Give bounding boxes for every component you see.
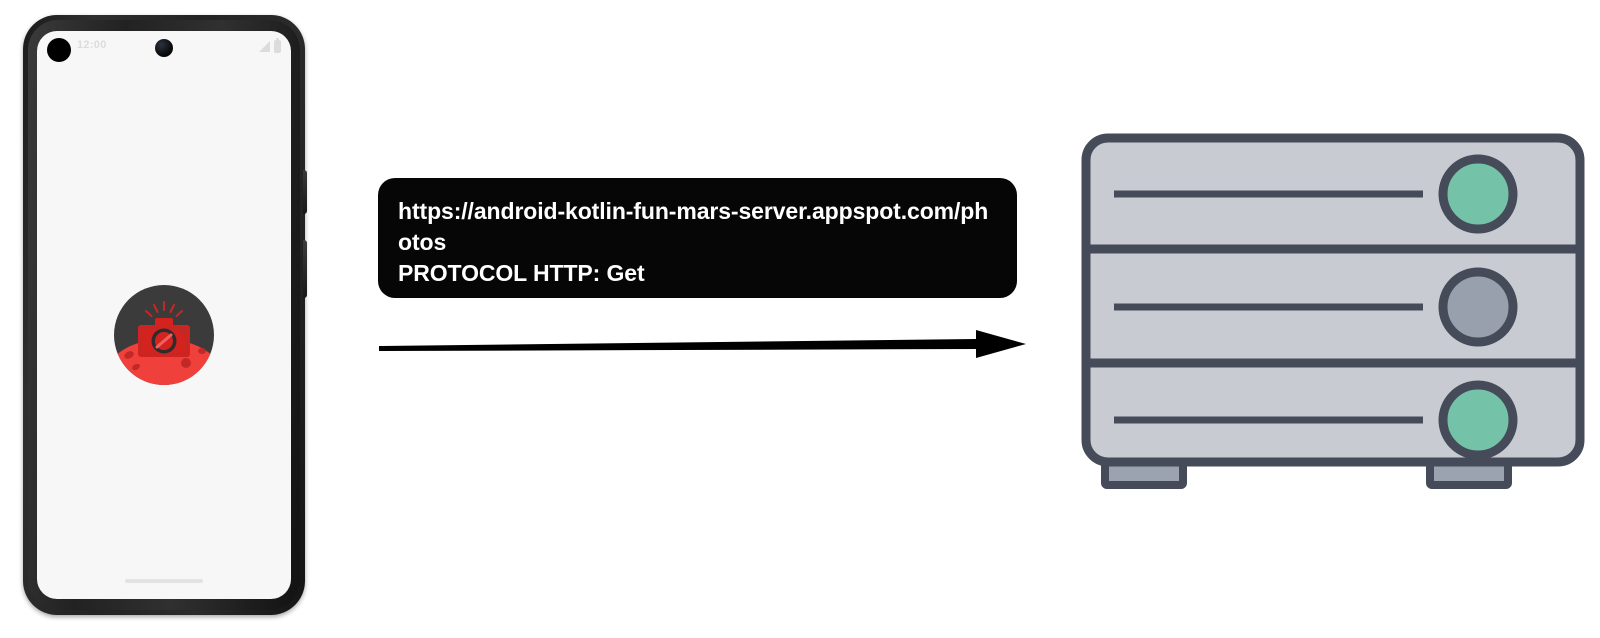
request-url-text: https://android-kotlin-fun-mars-server.a… <box>398 196 995 258</box>
volume-rocker[interactable] <box>303 240 307 298</box>
server-led-2 <box>1438 267 1518 347</box>
request-protocol-text: PROTOCOL HTTP: Get <box>398 260 645 286</box>
battery-icon <box>274 38 281 53</box>
server-led-3 <box>1438 380 1518 460</box>
status-dot-icon <box>47 38 71 62</box>
request-arrow <box>375 320 1030 368</box>
request-url-line-2: om/photos <box>398 198 989 255</box>
mars-photos-app-icon[interactable] <box>114 285 214 385</box>
server-led-1 <box>1438 154 1518 234</box>
home-indicator[interactable] <box>125 579 203 583</box>
signal-bars-icon <box>259 41 270 52</box>
phone-screen[interactable]: 12:00 <box>37 31 291 599</box>
request-url-tooltip: https://android-kotlin-fun-mars-server.a… <box>378 178 1017 298</box>
status-bar-icons <box>259 38 281 53</box>
request-url-line-1: https://android-kotlin-fun-mars-server.a… <box>398 198 920 224</box>
android-phone: 12:00 <box>23 15 307 615</box>
web-server <box>1078 130 1588 500</box>
status-bar-time: 12:00 <box>77 39 107 51</box>
status-bar: 12:00 <box>37 31 291 65</box>
punch-hole-camera-icon <box>155 39 173 57</box>
power-button[interactable] <box>303 170 307 214</box>
